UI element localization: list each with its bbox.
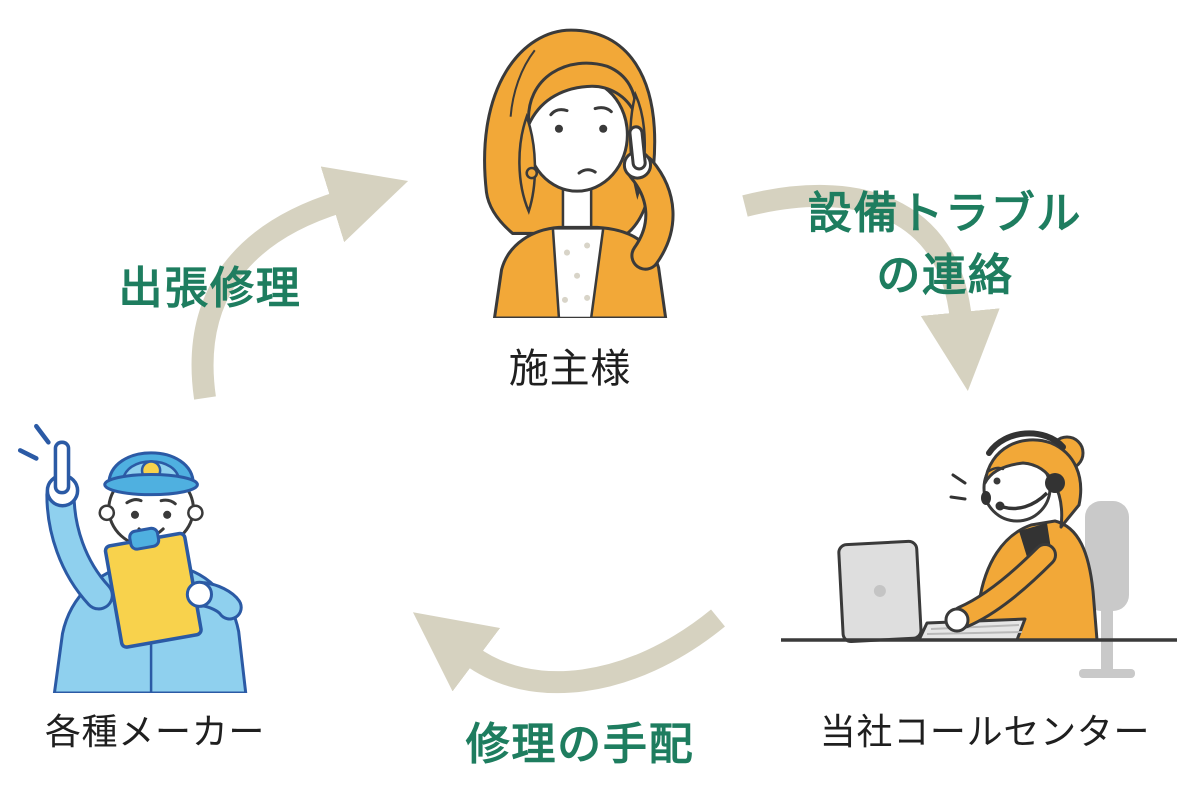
owner-shirt-dots: [561, 242, 591, 303]
operator-arm: [954, 546, 1054, 626]
owner-eye-left: [554, 124, 563, 133]
technician-svg: [17, 423, 248, 693]
technician-ear-right: [187, 504, 204, 522]
callcenter-illustration: [778, 413, 1180, 689]
headset-mic-arm: [1002, 491, 1049, 511]
technician-hand: [185, 580, 214, 608]
laptop-keys: [926, 624, 1023, 635]
emphasis-sparks: [17, 423, 51, 461]
owner-finger: [628, 125, 647, 171]
headset-mic: [995, 501, 1005, 511]
owner-eye-right: [599, 124, 608, 133]
homeowner-svg: [483, 28, 675, 318]
homeowner-illustration: [438, 16, 700, 318]
flow-label-repair-arrangement: 修理の手配: [465, 719, 695, 770]
technician-illustration: [12, 396, 264, 693]
actor-label-maker: 各種メーカー: [44, 712, 266, 753]
owner-arm: [629, 156, 672, 268]
technician-arm: [48, 482, 111, 608]
operator-jacket: [973, 519, 1099, 642]
arrow-maker-to-owner: [191, 166, 409, 400]
owner-hair-left: [518, 112, 537, 215]
actor-label-owner: 施主様: [508, 346, 632, 392]
office-chair: [1079, 501, 1135, 678]
arrow-owner-to-callcenter: [742, 185, 1000, 391]
flow-label-trouble-line1: 設備トラブル: [807, 188, 1083, 239]
operator-eye: [993, 477, 1001, 485]
actor-label-callcenter: 当社コールセンター: [819, 712, 1151, 753]
arrow-callcenter-to-maker: [412, 609, 725, 694]
technician-eyebrow-left: [125, 498, 143, 505]
flow-label-trouble-report: 設備トラブル の連絡: [795, 183, 1095, 306]
speech-marks: [949, 473, 967, 501]
technician-pointing-finger: [53, 440, 71, 495]
flow-label-trouble-line2: の連絡: [876, 249, 1014, 301]
owner-mouth: [577, 168, 597, 175]
headset-earpiece: [1045, 473, 1065, 493]
cap-brim: [103, 473, 199, 497]
technician-eye-left: [130, 510, 140, 519]
callcenter-svg: [781, 430, 1177, 678]
owner-hair-strand: [509, 49, 536, 117]
operator-hand: [944, 607, 970, 633]
owner-earring: [525, 166, 539, 180]
laptop-screen: [837, 539, 923, 644]
clipboard: [103, 526, 203, 649]
operator-mouth-open: [981, 491, 991, 505]
headset-band: [986, 430, 1066, 456]
operator-eyebrow: [987, 466, 1005, 473]
technician-ear-left: [98, 504, 116, 522]
owner-eyebrow-right: [593, 106, 613, 114]
technician-eyebrow-right: [159, 498, 177, 506]
owner-eyebrow-left: [549, 108, 569, 117]
flow-label-onsite-repair: 出張修理: [118, 263, 302, 314]
operator-hair: [983, 438, 1083, 529]
clipboard-clip: [128, 526, 161, 551]
technician-eye-right: [163, 510, 172, 519]
